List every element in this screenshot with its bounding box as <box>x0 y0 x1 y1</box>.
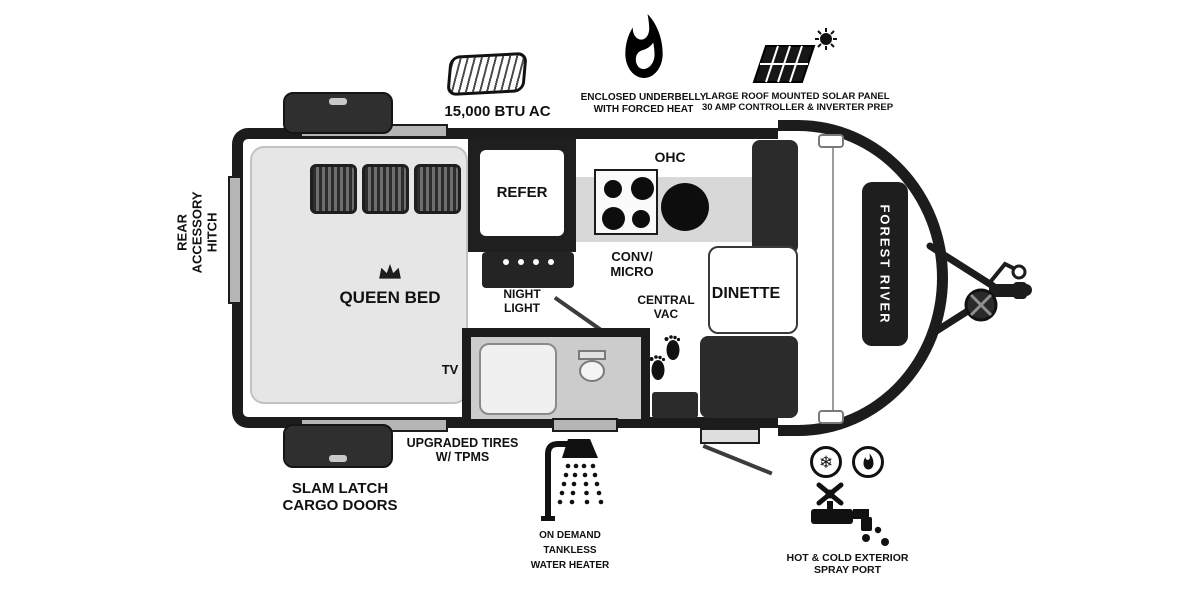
entry-step <box>700 428 760 444</box>
hot-badge <box>852 446 884 478</box>
ac-unit-icon <box>446 51 528 97</box>
cargo-door-handle <box>329 98 347 105</box>
refrigerator <box>480 150 564 236</box>
cold-badge: ❄ <box>810 446 842 478</box>
toilet-tank <box>578 350 606 360</box>
faucet-icon <box>811 482 889 546</box>
sink-basin <box>661 183 709 231</box>
toilet-bowl <box>579 360 605 382</box>
sun-icon <box>820 33 832 45</box>
spray-port-label: HOT & COLD EXTERIOR SPRAY PORT <box>786 552 909 577</box>
conv-micro-label: CONV/ MICRO <box>610 249 654 279</box>
burner <box>604 180 622 198</box>
cooktop <box>594 169 658 235</box>
pillow <box>310 164 357 214</box>
knob <box>502 259 509 265</box>
night-light-label: NIGHT LIGHT <box>503 287 541 315</box>
central-vac-label: CENTRAL VAC <box>637 293 695 321</box>
pillows <box>310 164 461 214</box>
knob <box>517 259 524 265</box>
cargo-door-handle <box>329 455 347 462</box>
solar-panel-icon <box>752 28 837 83</box>
dinette-label: DINETTE <box>711 285 781 302</box>
microwave-unit <box>482 252 574 288</box>
dinette-table <box>708 246 798 334</box>
dinette-seat-top <box>752 140 798 254</box>
knob <box>532 259 539 265</box>
wheel-well <box>652 392 698 418</box>
burner <box>631 177 654 200</box>
hot-flame-icon <box>863 453 873 470</box>
refer-label: REFER <box>496 184 548 201</box>
burner <box>632 210 650 228</box>
tongue-hitch <box>926 242 1032 339</box>
ohc-label: OHC <box>654 149 686 165</box>
cap-latch-bottom <box>818 410 844 424</box>
cap-latch-top <box>818 134 844 148</box>
cargo-door-top <box>283 92 393 134</box>
slam-latch-label: SLAM LATCH CARGO DOORS <box>282 480 398 515</box>
footprints-icon <box>649 335 681 380</box>
window-rear <box>228 176 242 304</box>
tv-label: TV <box>441 362 459 377</box>
knob <box>547 259 554 265</box>
burner <box>602 207 625 230</box>
water-heater-label: ON DEMAND TANKLESS WATER HEATER <box>530 530 610 571</box>
brand-name: FOREST RIVER <box>877 203 893 325</box>
brand-plate: FOREST RIVER <box>862 182 908 346</box>
shower-head-icon <box>541 439 604 521</box>
window-bath <box>552 418 618 432</box>
shower-pan <box>479 343 557 415</box>
cargo-door-bottom <box>283 424 393 468</box>
dinette-seat-bottom <box>700 336 798 418</box>
snowflake-icon: ❄ <box>818 452 834 472</box>
queen-bed-label: QUEEN BED <box>339 288 441 307</box>
cap-seam <box>832 142 834 416</box>
crown-icon <box>379 263 401 279</box>
entry-door-swing <box>702 444 773 475</box>
underbelly-label: ENCLOSED UNDERBELLY WITH FORCED HEAT <box>580 92 707 115</box>
ac-label: 15,000 BTU AC <box>444 103 551 120</box>
heat-flame-icon <box>625 14 663 78</box>
pillow <box>414 164 461 214</box>
solar-label: LARGE ROOF MOUNTED SOLAR PANEL 30 AMP CO… <box>701 91 894 113</box>
tires-label: UPGRADED TIRES W/ TPMS <box>406 436 519 465</box>
pillow <box>362 164 409 214</box>
